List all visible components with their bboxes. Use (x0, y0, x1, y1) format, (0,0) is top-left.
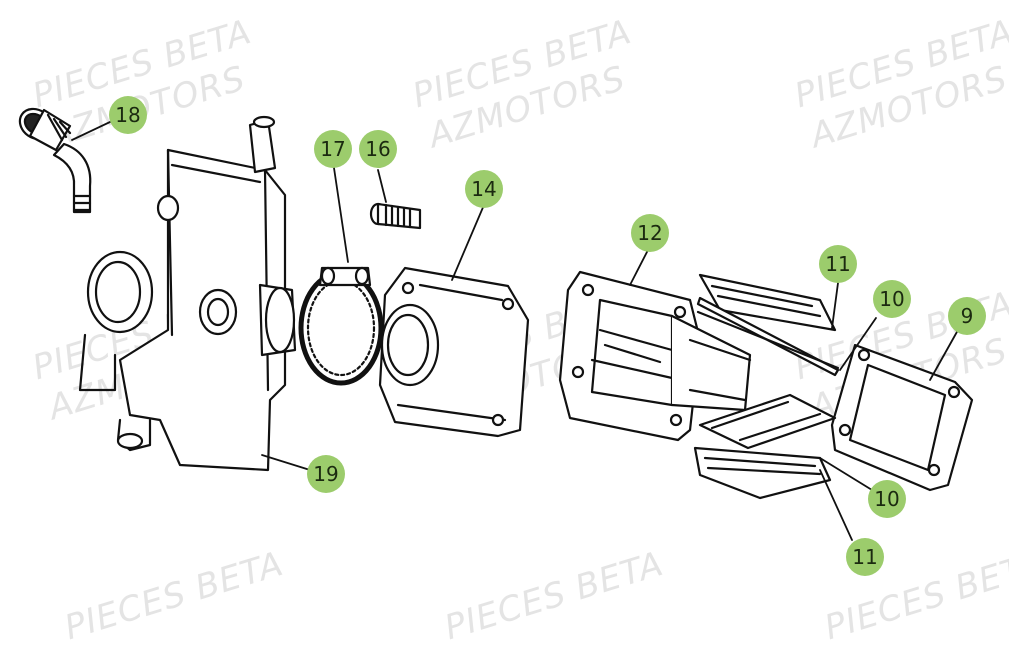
part-10-reed-stopper-upper (698, 312, 838, 368)
callout-label: 11 (819, 245, 857, 283)
callout-label: 14 (465, 170, 503, 208)
callout-label: 10 (873, 280, 911, 318)
part-16-bolt (371, 204, 420, 228)
part-10-reed-stopper-lower (700, 395, 835, 448)
callout-label: 17 (314, 130, 352, 168)
callout-label: 18 (109, 96, 147, 134)
callout-label: 10 (868, 480, 906, 518)
callout-label: 12 (631, 214, 669, 252)
part-11-reed-petal-upper (698, 275, 838, 375)
part-9-gasket (832, 345, 972, 490)
part-19-carburetor (80, 117, 295, 470)
callout-label: 11 (846, 538, 884, 576)
part-18-hose-fitting (14, 103, 90, 212)
part-14-intake-manifold (380, 268, 528, 436)
part-11-reed-petal-lower (695, 448, 830, 498)
callout-label: 19 (307, 455, 345, 493)
part-12-reed-block (560, 272, 750, 440)
callout-label: 9 (948, 297, 986, 335)
parts-drawing (0, 0, 1009, 624)
leader-lines (72, 122, 958, 540)
callout-label: 16 (359, 130, 397, 168)
part-17-hose-clamp (301, 268, 381, 383)
